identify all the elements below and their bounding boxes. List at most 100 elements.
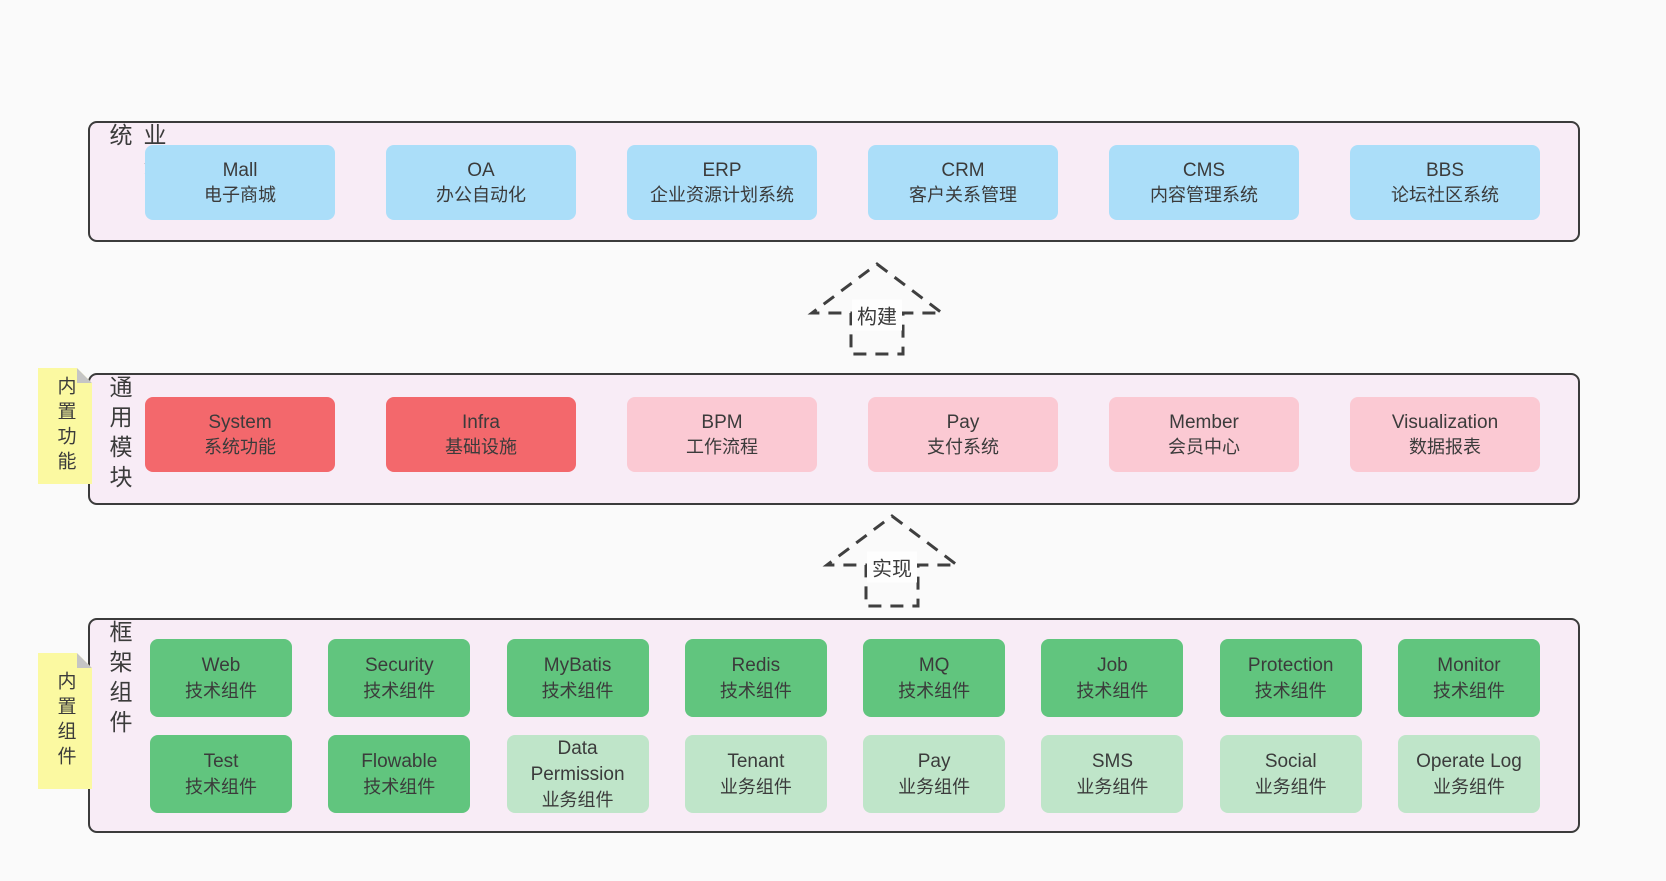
note-built-in-components: 内置组件 [38,653,92,789]
box-bpm: BPM 工作流程 [627,397,817,472]
box-name: Test [203,751,239,773]
box-desc: 业务组件 [1254,776,1327,797]
box-cms: CMS 内容管理系统 [1109,145,1299,220]
box-name: Visualization [1391,411,1499,433]
common-modules-row: System 系统功能 Infra 基础设施 BPM 工作流程 Pay 支付系统… [145,397,1540,472]
box-name: Pay [917,751,951,773]
note-text: 内置组件 [54,671,76,771]
box-name: BBS [1425,159,1465,181]
band-label-common-modules: 通用模块 [106,375,132,495]
box-desc: 基础设施 [445,437,517,458]
box-name: Infra [461,411,501,433]
box-flowable: Flowable 技术组件 [328,735,471,813]
framework-components-row-2: Test 技术组件 Flowable 技术组件 Data Permission … [150,735,1540,813]
box-bbs: BBS 论坛社区系统 [1350,145,1540,220]
box-social: Social 业务组件 [1219,735,1362,813]
band-common-modules: 通用模块 System 系统功能 Infra 基础设施 BPM 工作流程 Pay… [88,373,1580,505]
box-data-permission: Data Permission 业务组件 [506,735,649,813]
business-systems-row: Mall 电子商城 OA 办公自动化 ERP 企业资源计划系统 CRM 客户关系… [145,145,1540,220]
box-name: Pay [946,411,980,433]
arrow-build-label: 构建 [852,299,902,331]
box-member: Member 会员中心 [1109,397,1299,472]
box-desc: 技术组件 [1076,680,1149,701]
box-name: Mall [222,159,258,181]
box-name: Monitor [1437,655,1501,677]
box-mybatis: MyBatis 技术组件 [506,639,649,717]
note-text: 内置功能 [54,376,76,476]
arrow-implement-label: 实现 [867,551,917,583]
framework-components-row-1: Web 技术组件 Security 技术组件 MyBatis 技术组件 Redi… [150,639,1540,717]
box-mq: MQ 技术组件 [863,639,1006,717]
box-crm: CRM 客户关系管理 [868,145,1058,220]
box-desc: 论坛社区系统 [1391,185,1499,206]
box-desc: 技术组件 [719,680,792,701]
box-system: System 系统功能 [145,397,335,472]
box-name: Flowable [361,751,438,773]
box-name: CMS [1182,159,1226,181]
box-operate-log: Operate Log 业务组件 [1397,735,1540,813]
box-desc: 技术组件 [363,680,436,701]
box-name: Social [1264,751,1317,773]
box-desc: 会员中心 [1168,437,1240,458]
box-oa: OA 办公自动化 [386,145,576,220]
box-desc: 技术组件 [185,776,257,797]
box-security: Security 技术组件 [328,639,471,717]
box-desc: 业务组件 [719,776,792,797]
box-redis: Redis 技术组件 [684,639,827,717]
box-pay-business: Pay 业务组件 [863,735,1006,813]
box-desc: 企业资源计划系统 [650,185,794,206]
box-name: Web [201,655,241,677]
box-web: Web 技术组件 [150,639,292,717]
box-name: MQ [918,655,950,677]
box-desc: 技术组件 [185,680,257,701]
box-desc: 业务组件 [1076,776,1149,797]
box-desc: 技术组件 [1432,680,1505,701]
box-name: Redis [731,655,781,677]
box-desc: 技术组件 [898,680,971,701]
box-desc: 工作流程 [686,437,758,458]
box-name: OA [467,159,495,181]
box-job: Job 技术组件 [1041,639,1184,717]
box-protection: Protection 技术组件 [1219,639,1362,717]
box-infra: Infra 基础设施 [386,397,576,472]
box-desc: 办公自动化 [436,185,526,206]
note-built-in-features: 内置功能 [38,368,92,484]
box-name: Job [1097,655,1128,677]
box-name: Operate Log [1416,751,1522,773]
band-business-systems: 业务系统 Mall 电子商城 OA 办公自动化 ERP 企业资源计划系统 CRM… [88,121,1580,242]
box-name: Security [364,655,434,677]
box-sms: SMS 业务组件 [1041,735,1184,813]
box-name: CRM [941,159,985,181]
box-name: Data Permission [530,738,625,785]
box-name: MyBatis [543,655,612,677]
box-desc: 客户关系管理 [909,185,1017,206]
box-desc: 技术组件 [1254,680,1327,701]
box-tenant: Tenant 业务组件 [684,735,827,813]
box-name: SMS [1091,751,1133,773]
box-name: Tenant [727,751,785,773]
box-desc: 技术组件 [541,680,614,701]
box-visualization: Visualization 数据报表 [1350,397,1540,472]
box-desc: 业务组件 [898,776,971,797]
band-label-framework-components: 框架组件 [106,620,132,740]
box-desc: 电子商城 [204,185,276,206]
box-name: Member [1169,411,1239,433]
box-desc: 业务组件 [1432,776,1505,797]
box-desc: 内容管理系统 [1150,185,1258,206]
box-monitor: Monitor 技术组件 [1397,639,1540,717]
box-desc: 系统功能 [204,437,276,458]
box-name: BPM [701,411,743,433]
box-desc: 业务组件 [541,789,614,810]
box-name: ERP [702,159,742,181]
box-desc: 技术组件 [363,776,436,797]
box-pay: Pay 支付系统 [868,397,1058,472]
arrow-implement: 实现 [822,513,962,609]
box-test: Test 技术组件 [150,735,292,813]
arrow-build: 构建 [807,261,947,357]
band-framework-components: 框架组件 Web 技术组件 Security 技术组件 MyBatis 技术组件… [88,618,1580,833]
box-desc: 数据报表 [1409,437,1481,458]
box-erp: ERP 企业资源计划系统 [627,145,817,220]
box-mall: Mall 电子商城 [145,145,335,220]
box-desc: 支付系统 [927,437,999,458]
